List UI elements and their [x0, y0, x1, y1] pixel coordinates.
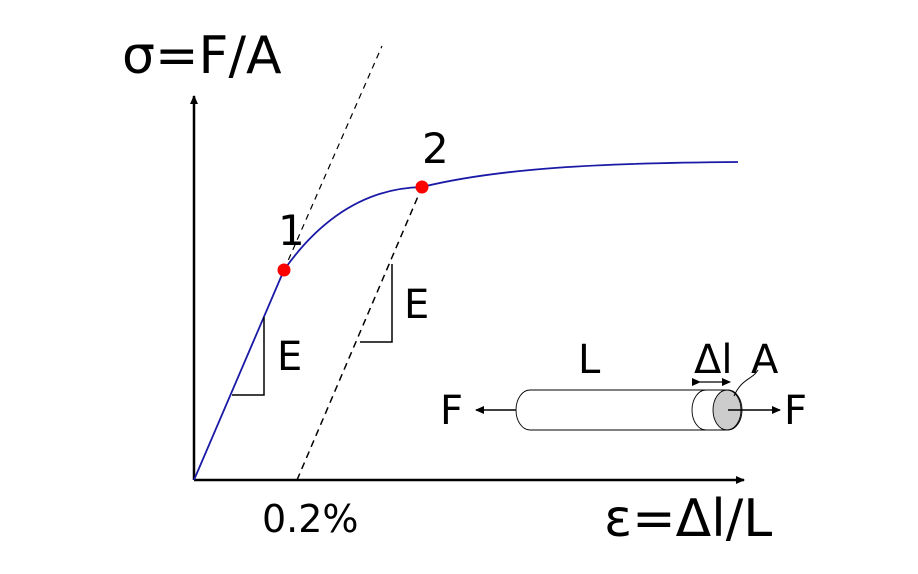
area-label: A: [751, 337, 779, 383]
slope-triangle-offset: [360, 264, 393, 343]
point-1: [277, 263, 291, 277]
area-leader-line: [733, 369, 759, 397]
force-right-label: F: [784, 388, 807, 434]
offset-line-dashed: [296, 186, 423, 481]
slope-label-elastic: E: [277, 334, 302, 380]
specimen: L Δl A F F: [440, 337, 807, 434]
point-1-label: 1: [278, 206, 305, 255]
length-label: L: [578, 337, 601, 383]
point-2: [415, 180, 429, 194]
elastic-extension-dashed: [283, 45, 383, 271]
y-axis-label: σ=F/A: [122, 26, 282, 86]
slope-label-offset: E: [404, 282, 429, 328]
force-left-label: F: [440, 388, 463, 434]
x-tick-label: 0.2%: [262, 497, 359, 541]
point-2-label: 2: [422, 124, 449, 173]
elongation-label: Δl: [694, 337, 732, 383]
stress-strain-curve: [193, 161, 739, 481]
slope-triangle-elastic: [232, 317, 265, 396]
x-axis-label: ε=Δl/L: [604, 489, 772, 549]
